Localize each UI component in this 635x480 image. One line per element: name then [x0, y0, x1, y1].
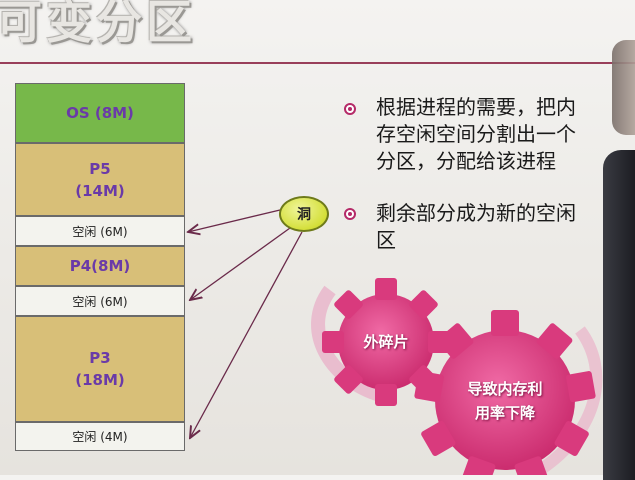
bullet-2: 剩余部分成为新的空闲 区 — [376, 200, 576, 254]
p3-name: P3 — [89, 349, 111, 367]
title-divider — [0, 62, 635, 64]
free-block-3: 空闲 (4M) — [15, 422, 185, 451]
os-block: OS (8M) — [15, 83, 185, 143]
memory-diagram: OS (8M) P5 (14M) 空闲 (6M) P4(8M) 空闲 (6M) … — [15, 83, 187, 451]
gear-label-2: 导致内存利 用率下降 — [445, 375, 565, 427]
slide-title: 可变分区 — [0, 0, 196, 49]
p3-block: P3 (18M) — [15, 316, 185, 422]
p3-size: (18M) — [75, 371, 125, 389]
bullet-dot-icon — [344, 208, 356, 220]
large-gear-icon — [414, 310, 596, 475]
gear-label-2-line-1: 导致内存利 — [467, 380, 543, 398]
p5-name: P5 — [89, 159, 111, 178]
presenter-body — [603, 150, 635, 480]
bullet-1-line-1: 根据进程的需要，把内 — [376, 95, 576, 119]
bullet-1-line-2: 存空闲空间分割出一个 — [376, 122, 576, 146]
bullet-dot-icon — [344, 103, 356, 115]
p5-block: P5 (14M) — [15, 143, 185, 216]
bullet-1-line-3: 分区，分配给该进程 — [376, 149, 556, 173]
bullet-1: 根据进程的需要，把内 存空闲空间分割出一个 分区，分配给该进程 — [376, 94, 576, 175]
free-block-1: 空闲 (6M) — [15, 216, 185, 246]
presenter-head — [612, 40, 635, 135]
gear-label-1: 外碎片 — [363, 333, 409, 351]
free-block-2: 空闲 (6M) — [15, 286, 185, 316]
arrow-to-free-1 — [188, 209, 281, 232]
bullet-2-line-2: 区 — [376, 228, 396, 252]
arrow-to-free-3 — [190, 231, 303, 438]
p4-block: P4(8M) — [15, 246, 185, 286]
gear-label-2-line-2: 用率下降 — [474, 404, 535, 422]
arrow-to-free-2 — [190, 227, 291, 300]
bullet-2-line-1: 剩余部分成为新的空闲 — [376, 201, 576, 225]
hole-bubble: 洞 — [279, 196, 329, 232]
gear-swirl-icon — [536, 326, 603, 475]
p5-size: (14M) — [75, 181, 125, 200]
